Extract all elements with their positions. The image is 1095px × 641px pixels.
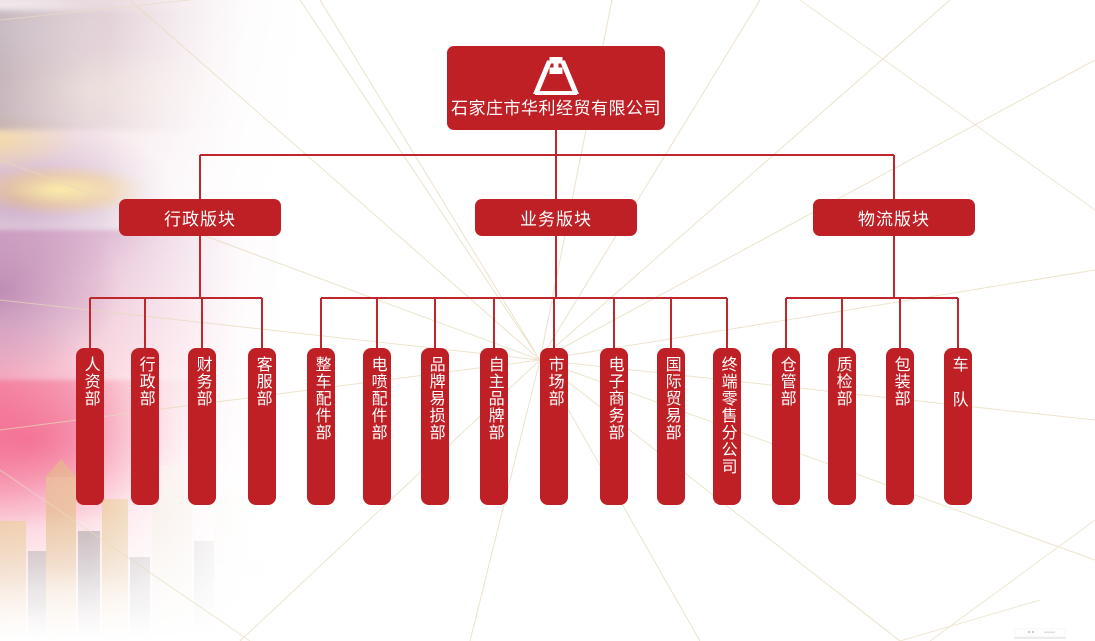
node-root-company[interactable]: 石家庄市华利经贸有限公司 <box>447 46 665 130</box>
node-division-business[interactable]: 业务版块 <box>475 199 637 236</box>
department-label: 包装部 <box>891 356 909 407</box>
node-department-warehouse[interactable]: 仓管部 <box>772 348 800 505</box>
division-label-admin: 行政版块 <box>164 210 236 229</box>
node-department-vehicle-parts[interactable]: 整车配件部 <box>307 348 335 505</box>
node-department-ecommerce[interactable]: 电子商务部 <box>600 348 628 505</box>
node-department-marketing[interactable]: 市场部 <box>540 348 568 505</box>
node-department-finance[interactable]: 财务部 <box>188 348 216 505</box>
department-label: 质检部 <box>833 356 851 407</box>
department-label: 品牌易损部 <box>426 356 444 441</box>
node-department-hr[interactable]: 人资部 <box>76 348 104 505</box>
division-label-business: 业务版块 <box>520 210 592 229</box>
node-department-brand-wear-parts[interactable]: 品牌易损部 <box>421 348 449 505</box>
department-label: 整车配件部 <box>312 356 330 441</box>
node-division-admin[interactable]: 行政版块 <box>119 199 281 236</box>
department-label: 仓管部 <box>777 356 795 407</box>
node-department-efi-parts[interactable]: 电喷配件部 <box>363 348 391 505</box>
department-label: 国际贸易部 <box>662 356 680 441</box>
node-department-own-brand[interactable]: 自主品牌部 <box>480 348 508 505</box>
node-department-fleet[interactable]: 车 队 <box>944 348 972 505</box>
company-logo-icon <box>533 57 579 95</box>
division-label-logistics: 物流版块 <box>858 210 930 229</box>
node-department-international-trade[interactable]: 国际贸易部 <box>657 348 685 505</box>
department-label: 电喷配件部 <box>368 356 386 441</box>
department-label: 终端零售分公司 <box>718 356 736 475</box>
root-company-label: 石家庄市华利经贸有限公司 <box>451 99 661 118</box>
department-label: 人资部 <box>81 356 99 407</box>
department-label: 电子商务部 <box>605 356 623 441</box>
node-department-administration[interactable]: 行政部 <box>131 348 159 505</box>
department-label: 行政部 <box>136 356 154 407</box>
department-label: 客服部 <box>253 356 271 407</box>
corner-ui-artifact <box>1014 628 1066 639</box>
node-division-logistics[interactable]: 物流版块 <box>813 199 975 236</box>
node-department-retail-branch[interactable]: 终端零售分公司 <box>713 348 741 505</box>
department-label: 市场部 <box>545 356 563 407</box>
node-department-packaging[interactable]: 包装部 <box>886 348 914 505</box>
department-label: 财务部 <box>193 356 211 407</box>
node-department-quality-inspection[interactable]: 质检部 <box>828 348 856 505</box>
department-label: 自主品牌部 <box>485 356 503 441</box>
department-label: 车 队 <box>949 356 967 408</box>
node-department-customer-service[interactable]: 客服部 <box>248 348 276 505</box>
